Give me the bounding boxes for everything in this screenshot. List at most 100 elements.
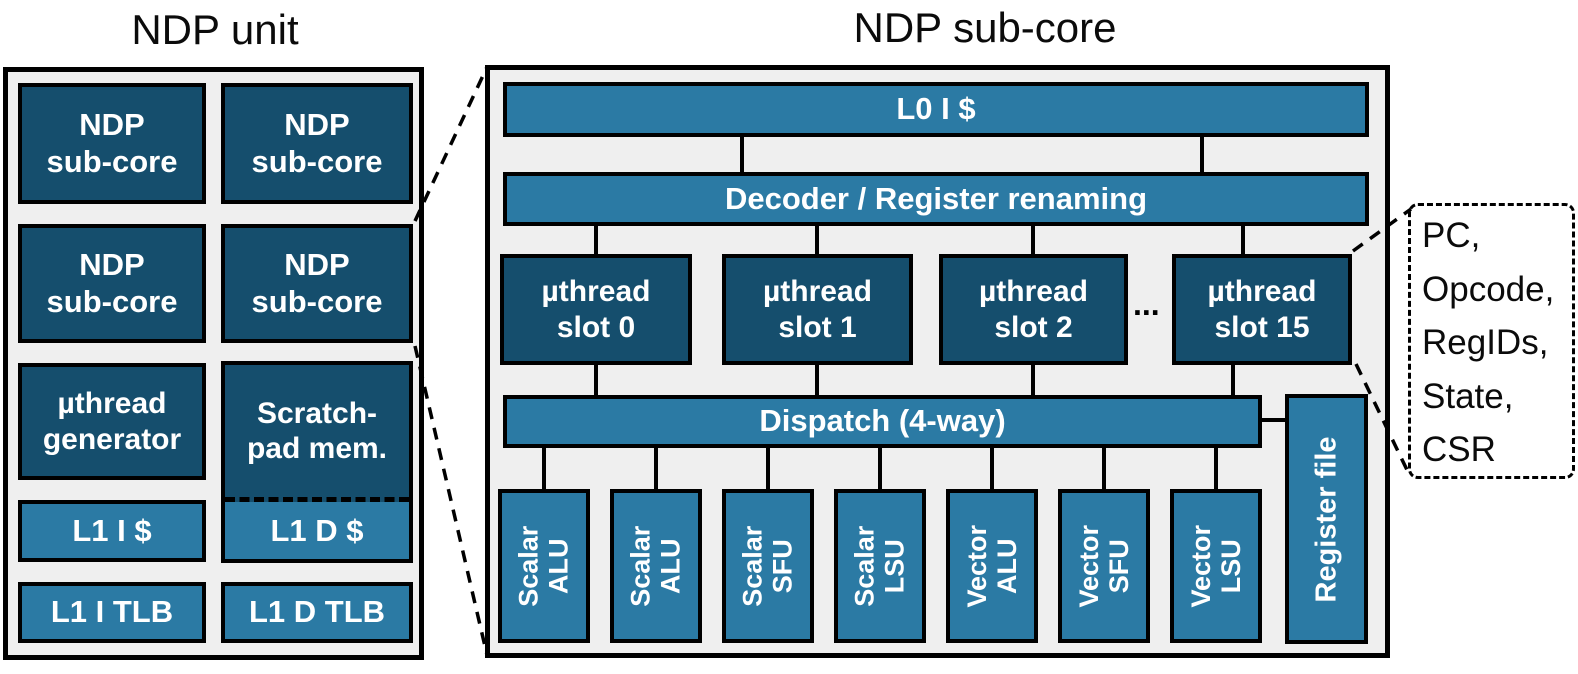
scalar-sfu-label: Scalar SFU <box>738 525 798 606</box>
register-file-label: Register file <box>1310 436 1342 602</box>
l1-d-cache-box: L1 D $ <box>225 502 409 559</box>
annotation-line-regids: RegIDs, <box>1422 323 1549 362</box>
connector-dispatch-fu7 <box>1214 448 1218 489</box>
vector-alu-line1: Vector <box>961 524 992 608</box>
uthread-slot-15-box: µthread slot 15 <box>1172 254 1352 365</box>
uthread-generator-line1: µthread <box>57 387 167 421</box>
connector-dispatch-fu2 <box>654 448 658 489</box>
zoom-line-bottom <box>413 345 489 656</box>
connector-decoder-slot1 <box>815 226 819 254</box>
l1-i-tlb-box: L1 I TLB <box>18 582 206 643</box>
scalar-alu-1-line2: ALU <box>543 538 574 594</box>
connector-dispatch-fu1 <box>542 448 546 489</box>
scalar-alu-2-line2: ALU <box>655 538 686 594</box>
l1-d-tlb-label: L1 D TLB <box>248 594 386 630</box>
uthread-slot-1-line2: slot 1 <box>778 310 857 344</box>
uthread-slot-2-box: µthread slot 2 <box>939 254 1128 365</box>
scratchpad-line2: pad mem. <box>246 432 388 465</box>
ndp-sub-core-box-4: NDP sub-core <box>221 224 413 343</box>
connector-slot2-dispatch <box>1031 365 1035 395</box>
connector-dispatch-fu6 <box>1102 448 1106 489</box>
vector-lsu-line2: LSU <box>1215 539 1246 594</box>
slot-ellipsis: ... <box>1133 286 1160 322</box>
scalar-lsu-label: Scalar LSU <box>850 525 910 606</box>
scalar-sfu-box: Scalar SFU <box>722 489 814 643</box>
uthread-slot-15-line1: µthread <box>1207 275 1317 309</box>
ndp-sub-core-box-2: NDP sub-core <box>221 83 413 204</box>
uthread-generator-box: µthread generator <box>18 363 206 480</box>
annotation-line-state: State, <box>1422 376 1514 416</box>
l0-i-cache-bar: L0 I $ <box>503 82 1369 137</box>
connector-dispatch-fu5 <box>990 448 994 489</box>
scalar-sfu-line1: Scalar <box>737 525 768 607</box>
vector-alu-box: Vector ALU <box>946 489 1038 643</box>
vector-alu-label: Vector ALU <box>962 525 1022 608</box>
dispatch-bar: Dispatch (4-way) <box>503 395 1262 448</box>
ndp-sub-core-box-3-line2: sub-core <box>46 283 178 319</box>
uthread-slot-1-line1: µthread <box>763 275 872 309</box>
annotation-line-opcode: Opcode, <box>1422 269 1555 309</box>
ndp-sub-core-box-2-line1: NDP <box>284 107 350 143</box>
ndp-unit-title: NDP unit <box>131 6 299 53</box>
uthread-slot-0-line2: slot 0 <box>556 310 636 344</box>
scratchpad-l1d-combined-box: Scratch- pad mem. L1 D $ <box>221 361 413 563</box>
l1-d-tlb-box: L1 D TLB <box>221 582 413 643</box>
vector-sfu-box: Vector SFU <box>1058 489 1150 643</box>
annotation-line-csr: CSR <box>1422 430 1496 469</box>
uthread-slot-0-line1: µthread <box>541 275 651 309</box>
ndp-sub-core-box-2-line2: sub-core <box>251 143 383 179</box>
ndp-sub-core-box-1-line2: sub-core <box>46 143 178 179</box>
uthread-slot-2-line2: slot 2 <box>994 310 1073 344</box>
connector-dispatch-fu4 <box>878 448 882 489</box>
ndp-sub-core-box-1-line1: NDP <box>79 107 145 143</box>
uthread-slot-2-line1: µthread <box>979 275 1088 309</box>
connector-dispatch-registerfile <box>1262 418 1285 422</box>
connector-l0-decoder-1 <box>740 137 744 172</box>
ndp-subcore-panel: L0 I $ Decoder / Register renaming µthre… <box>485 65 1390 658</box>
l1-d-cache-label: L1 D $ <box>270 512 364 548</box>
connector-slot15-dispatch <box>1231 365 1235 395</box>
uthread-slot-15-line2: slot 15 <box>1214 310 1310 344</box>
ndp-sub-core-box-3-line1: NDP <box>79 247 145 283</box>
connector-dispatch-fu3 <box>766 448 770 489</box>
zoom-line-top <box>413 66 489 222</box>
l1-i-cache-label: L1 I $ <box>72 512 152 548</box>
scalar-alu-2-line1: Scalar <box>625 525 656 607</box>
connector-decoder-slot15 <box>1241 226 1245 254</box>
uthread-generator-line2: generator <box>42 422 182 456</box>
vector-sfu-line2: SFU <box>1103 539 1134 594</box>
scalar-lsu-line1: Scalar <box>849 525 880 607</box>
vector-lsu-line1: Vector <box>1185 524 1216 608</box>
l1-i-cache-box: L1 I $ <box>18 500 206 562</box>
uthread-slot-1-box: µthread slot 1 <box>722 254 913 365</box>
l1-i-tlb-label: L1 I TLB <box>50 594 174 630</box>
scalar-alu-1-box: Scalar ALU <box>498 489 590 643</box>
ndp-unit-panel: NDP sub-core NDP sub-core NDP sub-core N… <box>3 67 424 660</box>
scalar-lsu-box: Scalar LSU <box>834 489 926 643</box>
vector-alu-line2: ALU <box>991 538 1022 594</box>
scalar-alu-2-label: Scalar ALU <box>626 525 686 606</box>
scalar-alu-2-box: Scalar ALU <box>610 489 702 643</box>
scalar-alu-1-line1: Scalar <box>513 525 544 607</box>
vector-sfu-label: Vector SFU <box>1074 525 1134 608</box>
dispatch-label: Dispatch (4-way) <box>759 403 1006 439</box>
scalar-sfu-line2: SFU <box>767 539 798 594</box>
ndp-sub-core-box-3: NDP sub-core <box>18 224 206 343</box>
connector-l0-decoder-2 <box>1200 137 1204 172</box>
ndp-subcore-title: NDP sub-core <box>853 4 1117 51</box>
vector-sfu-line1: Vector <box>1073 524 1104 608</box>
scratchpad-memory-box: Scratch- pad mem. <box>225 365 409 502</box>
ndp-sub-core-box-4-line2: sub-core <box>251 283 383 319</box>
decoder-register-renaming-bar: Decoder / Register renaming <box>503 172 1369 226</box>
connector-slot0-dispatch <box>594 365 598 395</box>
ndp-sub-core-box-4-line1: NDP <box>284 247 350 283</box>
slot-state-annotation: PC, Opcode, RegIDs, State, CSR <box>1408 203 1575 479</box>
decoder-label: Decoder / Register renaming <box>724 180 1148 216</box>
vector-lsu-label: Vector LSU <box>1186 525 1246 608</box>
scalar-lsu-line2: LSU <box>879 539 910 594</box>
connector-decoder-slot0 <box>594 226 598 254</box>
connector-slot1-dispatch <box>815 365 819 395</box>
l0-i-cache-label: L0 I $ <box>896 91 976 127</box>
register-file-box: Register file <box>1285 394 1368 644</box>
